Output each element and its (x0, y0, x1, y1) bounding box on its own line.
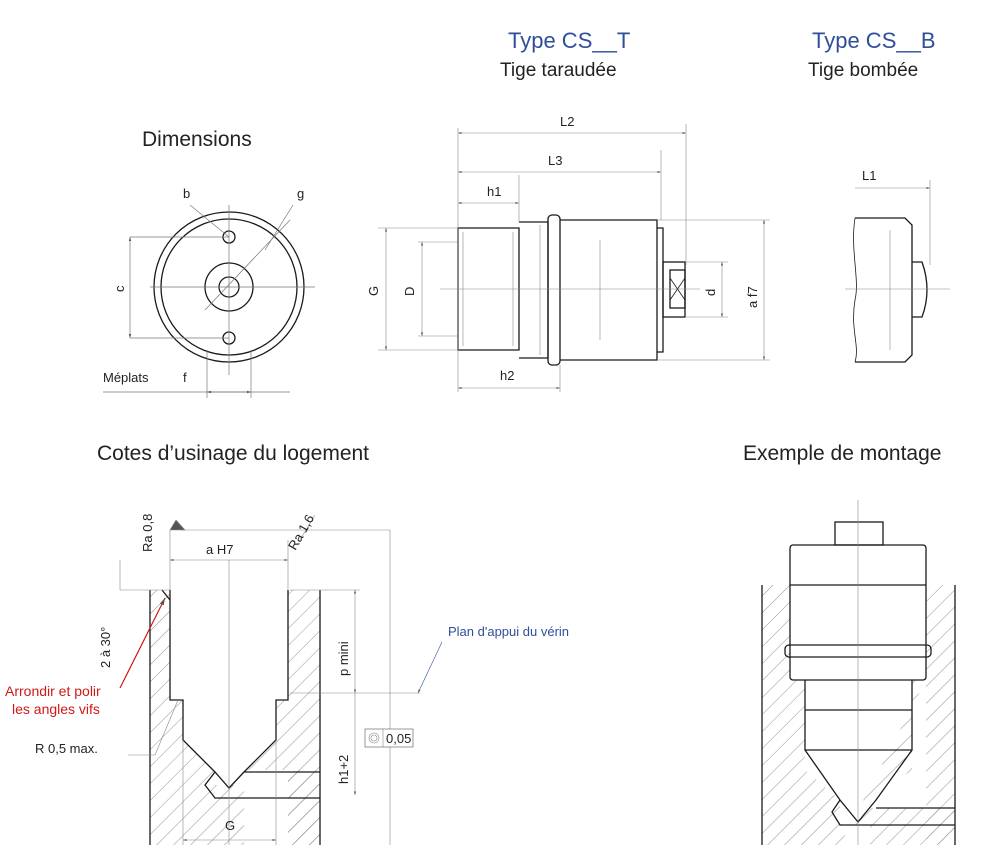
label-radius: R 0,5 max. (35, 741, 98, 756)
housing-section (119, 514, 443, 845)
label-ra08: Ra 0,8 (140, 513, 155, 552)
mounting-example (761, 500, 956, 845)
label-h1p2: h1+2 (336, 754, 351, 784)
label-G-housing: G (225, 818, 236, 833)
label-meplats: Méplats (103, 370, 149, 385)
type-b-title: Type CS__B (812, 28, 936, 53)
section-dimensions: Dimensions (142, 128, 252, 151)
front-view (103, 204, 315, 398)
section-cotes: Cotes d’usinage du logement (97, 442, 370, 465)
label-D: D (402, 286, 417, 296)
label-h1: h1 (487, 184, 502, 199)
type-t-subtitle: Tige taraudée (500, 60, 617, 81)
label-angle: 2 à 30° (98, 626, 113, 668)
type-t-title: Type CS__T (508, 28, 631, 53)
label-d: d (703, 288, 718, 296)
label-L1: L1 (862, 168, 877, 183)
label-c: c (112, 285, 127, 293)
label-G: G (366, 285, 381, 296)
label-pmini: p mini (336, 641, 351, 676)
label-h2: h2 (500, 368, 515, 383)
label-plan-appui: Plan d'appui du vérin (448, 624, 570, 639)
label-arrondir-1: Arrondir et polir (5, 683, 101, 699)
side-view-B (845, 180, 950, 363)
label-L3: L3 (548, 153, 563, 168)
type-b-subtitle: Tige bombée (808, 60, 919, 81)
label-aH7: a H7 (206, 542, 234, 557)
label-L2: L2 (560, 114, 575, 129)
section-montage: Exemple de montage (743, 442, 942, 465)
label-arrondir-2: les angles vifs (12, 701, 100, 717)
label-af7: a f7 (745, 286, 760, 308)
label-f: f (183, 370, 187, 385)
label-tolerance: 0,05 (386, 731, 412, 746)
side-view-T (378, 124, 770, 392)
label-g: g (297, 186, 305, 201)
label-b: b (183, 186, 191, 201)
